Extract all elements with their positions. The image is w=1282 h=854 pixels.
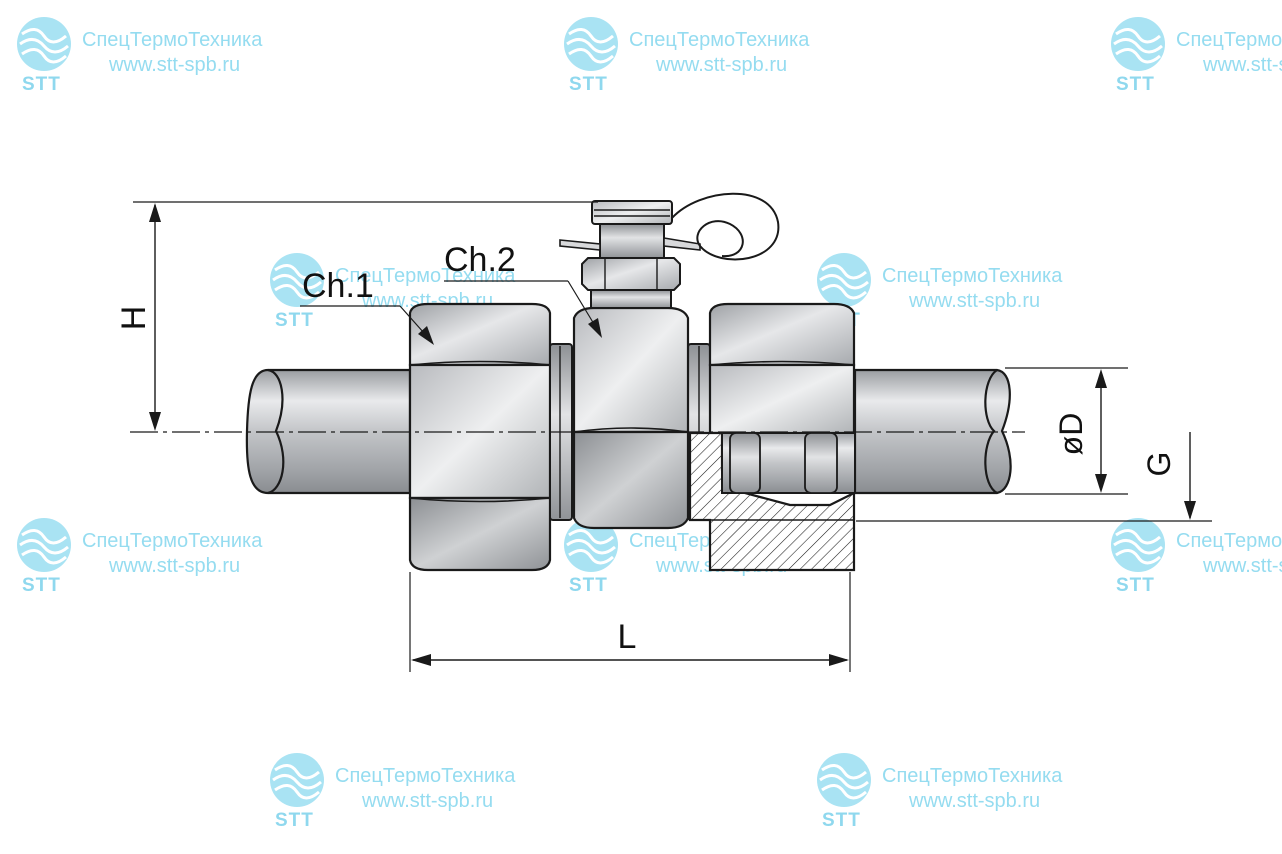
dimension-d: øD — [1005, 367, 1128, 495]
watermark-abbr: STT — [1116, 575, 1155, 596]
stt-wave-logo-icon — [270, 253, 324, 307]
stt-wave-logo-icon — [564, 518, 618, 572]
pipe-left — [245, 368, 412, 495]
label-d: øD — [1053, 413, 1089, 456]
label-l: L — [618, 618, 637, 656]
body-ch2 — [572, 306, 690, 530]
watermark-company: СпецТермоТехника — [882, 265, 1063, 287]
watermark-website: www.stt-spb.ru — [909, 290, 1041, 312]
label-ch1: Ch.1 — [302, 267, 374, 305]
label-ch2: Ch.2 — [444, 241, 516, 279]
watermark-company: СпецТермоТехника — [82, 29, 263, 51]
stt-wave-logo-icon — [564, 17, 618, 71]
nut-right — [708, 302, 856, 435]
stt-wave-logo-icon — [270, 753, 324, 807]
watermark-abbr: STT — [569, 74, 608, 95]
watermark-abbr: STT — [569, 575, 608, 596]
watermark: STT СпецТермоТехника www.stt-spb.ru — [14, 14, 314, 104]
watermark-abbr: STT — [275, 810, 314, 831]
watermark-website: www.stt-spb.ru — [656, 54, 788, 76]
label-h: H — [115, 306, 153, 331]
watermark: STT СпецТермоТехника www.stt-spb.ru — [814, 750, 1114, 840]
watermark-website: www.stt-spb.ru — [109, 555, 241, 577]
watermark-abbr: STT — [22, 74, 61, 95]
stt-wave-logo-icon — [817, 753, 871, 807]
watermark-website: www.stt-spb.ru — [1203, 555, 1282, 577]
dimension-l: L — [409, 572, 851, 672]
watermark-website: www.stt-spb.ru — [362, 790, 494, 812]
leader-ch2: Ch.2 — [444, 241, 602, 338]
watermark-company: СпецТермоТехника — [82, 530, 263, 552]
watermark-abbr: STT — [22, 575, 61, 596]
dimension-g: G — [856, 432, 1212, 522]
watermark: STT СпецТермоТехника www.stt-spb.ru — [1108, 515, 1282, 605]
nut-ch1 — [408, 302, 552, 572]
stt-wave-logo-icon — [17, 17, 71, 71]
watermark-company: СпецТермоТехника — [335, 765, 516, 787]
watermark: STT СпецТермоТехника www.stt-spb.ru — [267, 750, 567, 840]
watermark: STT СпецТермоТехника www.stt-spb.ru — [561, 14, 861, 104]
test-point-valve — [559, 192, 780, 309]
watermark-website: www.stt-spb.ru — [1203, 54, 1282, 76]
stt-wave-logo-icon — [17, 518, 71, 572]
leader-ch1: Ch.1 — [300, 267, 434, 345]
watermark-company: СпецТермоТехника — [629, 29, 810, 51]
watermark-website: www.stt-spb.ru — [909, 790, 1041, 812]
watermark-abbr: STT — [1116, 74, 1155, 95]
watermark-company: СпецТермоТехника — [1176, 530, 1282, 552]
label-g: G — [1141, 452, 1177, 477]
watermark-abbr: STT — [822, 810, 861, 831]
watermark: STT СпецТермоТехника www.stt-spb.ru — [14, 515, 314, 605]
watermark-website: www.stt-spb.ru — [109, 54, 241, 76]
stt-wave-logo-icon — [1111, 518, 1165, 572]
stt-wave-logo-icon — [817, 253, 871, 307]
watermark-company: СпецТермоТехника — [1176, 29, 1282, 51]
watermark-company: СпецТермоТехника — [882, 765, 1063, 787]
watermark-abbr: STT — [275, 310, 314, 331]
stt-wave-logo-icon — [1111, 17, 1165, 71]
section-cutaway — [688, 431, 856, 572]
watermark: STT СпецТермоТехника www.stt-spb.ru — [1108, 14, 1282, 104]
dimension-h: H — [115, 201, 598, 431]
